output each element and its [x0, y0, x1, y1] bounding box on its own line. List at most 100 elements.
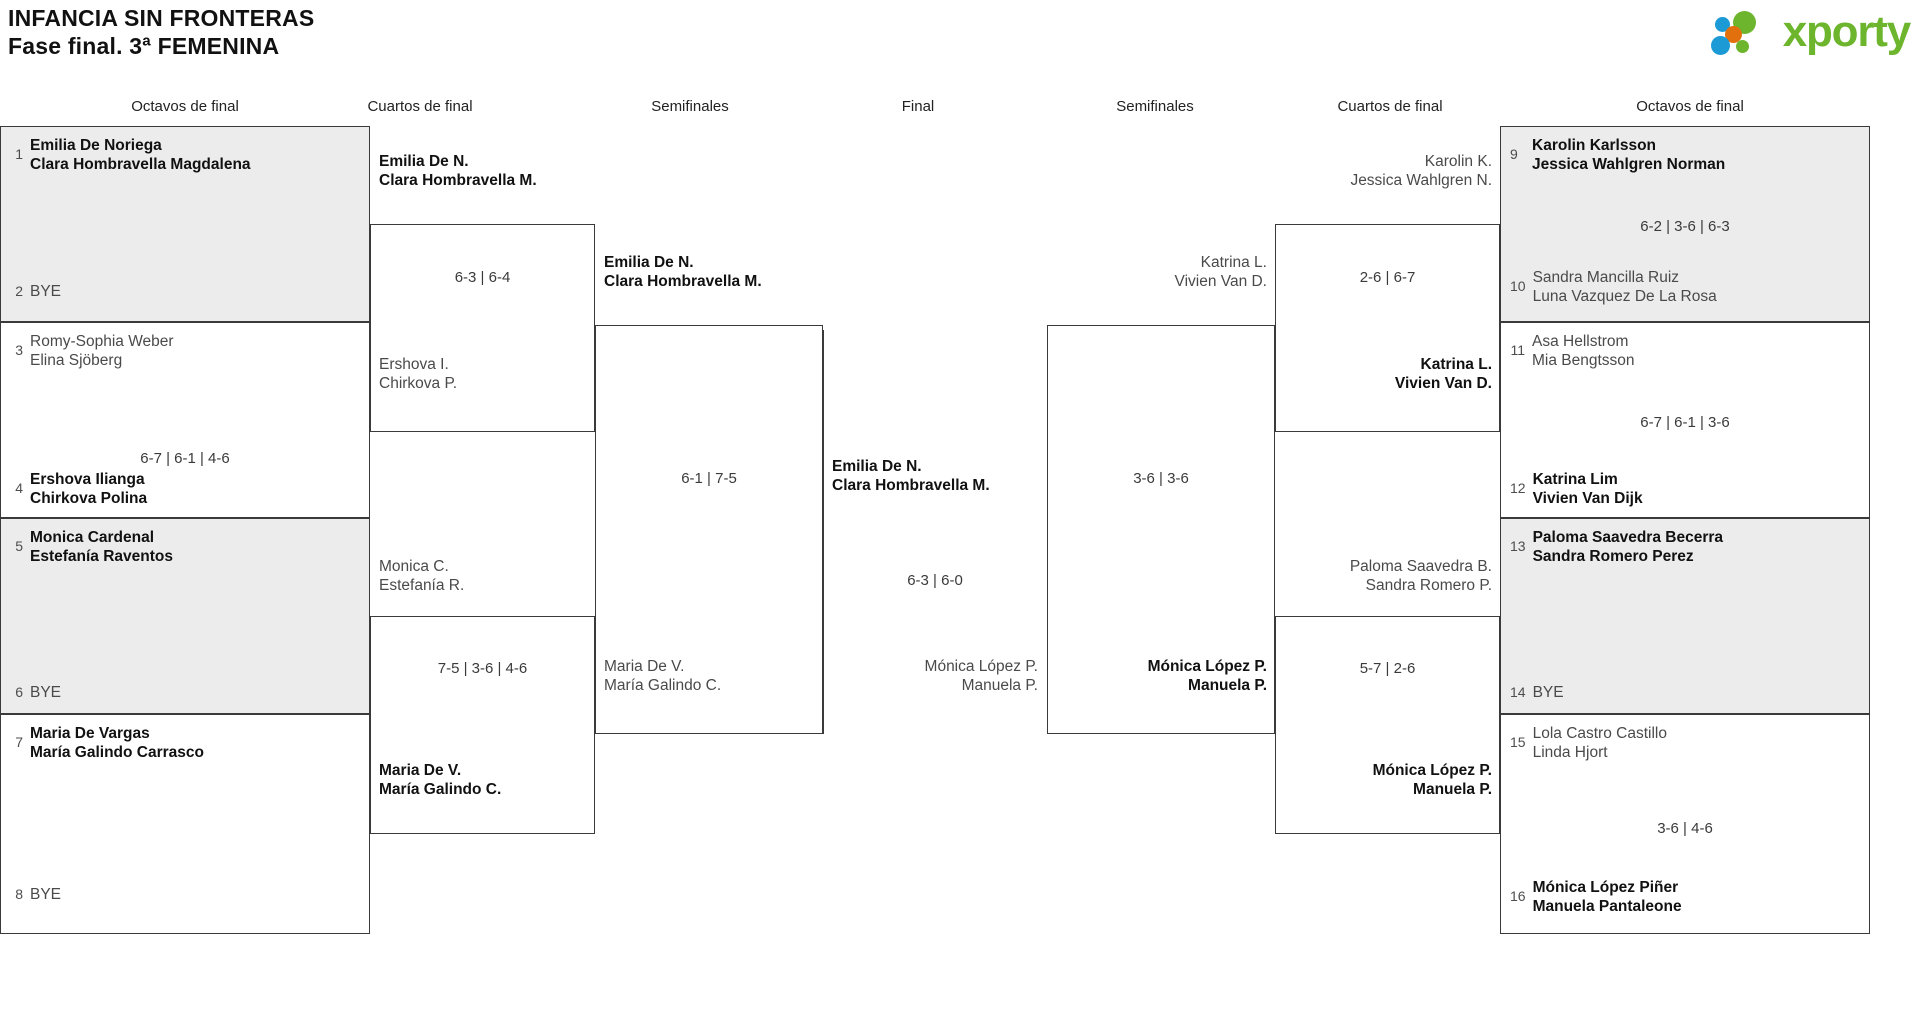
player-name-1: Mónica López P.	[924, 658, 1038, 675]
player-name-1: Katrina Lim	[1532, 471, 1618, 488]
seed-number: 2	[15, 283, 23, 299]
player-names: Monica Cardenal Estefanía Raventos	[30, 528, 173, 566]
player-name-1: Romy-Sophia Weber	[30, 333, 174, 350]
player-name-2: Mia Bengtsson	[1532, 352, 1635, 369]
player-name-2: Manuela P.	[1413, 781, 1492, 798]
match-box-left-qf-2[interactable]	[370, 616, 595, 834]
player-names: Maria De Vargas María Galindo Carrasco	[30, 724, 204, 762]
player-entry-right-r16-9[interactable]: 9 Karolin Karlsson Jessica Wahlgren Norm…	[1510, 136, 1725, 174]
player-name-1: Emilia De N.	[832, 458, 922, 475]
player-names: Romy-Sophia Weber Elina Sjöberg	[30, 332, 174, 370]
round-header-right-sf: Semifinales	[1116, 98, 1194, 115]
player-name-1: Karolin Karlsson	[1532, 137, 1657, 154]
player-name-2: María Galindo Carrasco	[30, 744, 205, 761]
tournament-phase: Fase final. 3ª FEMENINA	[8, 33, 280, 59]
match-box-right-r16-2[interactable]	[1500, 322, 1870, 518]
player-entry-right-r16-15[interactable]: 15 Lola Castro Castillo Linda Hjort	[1510, 724, 1667, 762]
player-names: BYE	[30, 683, 61, 702]
player-name-1: Maria De V.	[604, 658, 685, 675]
player-name-2: María Galindo C.	[604, 677, 722, 694]
player-name-1: Ershova I.	[379, 356, 449, 373]
score-left-qf-2: 7-5 | 3-6 | 4-6	[437, 660, 528, 677]
player-names: Emilia De Noriega Clara Hombravella Magd…	[30, 136, 251, 174]
match-box-left-r16-4[interactable]	[0, 714, 370, 934]
seed-number: 10	[1510, 278, 1526, 294]
player-label-right-qf-1b[interactable]: Katrina L. Vivien Van D.	[1288, 355, 1492, 393]
match-box-right-qf-2[interactable]	[1275, 616, 1500, 834]
score-right-r16-1: 6-2 | 3-6 | 6-3	[1640, 218, 1730, 235]
player-name-1: Mónica López Piñer	[1532, 879, 1679, 896]
match-box-left-r16-1[interactable]	[0, 126, 370, 322]
match-box-left-r16-3[interactable]	[0, 518, 370, 714]
match-box-right-r16-4[interactable]	[1500, 714, 1870, 934]
player-entry-right-r16-12[interactable]: 12 Katrina Lim Vivien Van Dijk	[1510, 470, 1643, 508]
player-name-1: Emilia De N.	[379, 153, 469, 170]
player-label-left-qf-1a[interactable]: Emilia De N. Clara Hombravella M.	[379, 152, 537, 190]
seed-number: 8	[15, 886, 23, 902]
player-label-right-qf-2b[interactable]: Mónica López P. Manuela P.	[1288, 761, 1492, 799]
player-label-right-qf-2a[interactable]: Paloma Saavedra B. Sandra Romero P.	[1288, 557, 1492, 595]
match-box-left-sf-1[interactable]	[595, 325, 823, 734]
match-box-right-sf-1[interactable]	[1047, 325, 1275, 734]
player-label-left-qf-2a[interactable]: Monica C. Estefanía R.	[379, 557, 464, 595]
player-names: BYE	[30, 282, 61, 301]
player-names: Karolin Karlsson Jessica Wahlgren Norman	[1532, 136, 1725, 174]
score-right-r16-4: 3-6 | 4-6	[1657, 820, 1713, 837]
seed-number: 12	[1510, 480, 1526, 496]
player-label-final-runnerup[interactable]: Mónica López P. Manuela P.	[838, 657, 1038, 695]
player-entry-right-r16-16[interactable]: 16 Mónica López Piñer Manuela Pantaleone	[1510, 878, 1682, 916]
player-entry-left-r16-3[interactable]: 3 Romy-Sophia Weber Elina Sjöberg	[8, 332, 174, 370]
player-label-left-qf-2b[interactable]: Maria De V. María Galindo C.	[379, 761, 501, 799]
player-entry-right-r16-13[interactable]: 13 Paloma Saavedra Becerra Sandra Romero…	[1510, 528, 1723, 566]
match-box-right-r16-3[interactable]	[1500, 518, 1870, 714]
player-name-2: Jessica Wahlgren N.	[1350, 172, 1492, 189]
player-label-right-sf-1a[interactable]: Katrina L. Vivien Van D.	[1055, 253, 1267, 291]
player-name-1: BYE	[30, 886, 62, 903]
seed-number: 1	[15, 146, 23, 162]
player-name-2: Manuela P.	[961, 677, 1038, 694]
seed-number: 16	[1510, 888, 1526, 904]
player-entry-right-r16-10[interactable]: 10 Sandra Mancilla Ruiz Luna Vazquez De …	[1510, 268, 1717, 306]
player-names: Asa Hellstrom Mia Bengtsson	[1532, 332, 1635, 370]
player-name-1: Sandra Mancilla Ruiz	[1532, 269, 1680, 286]
player-name-1: Paloma Saavedra Becerra	[1532, 529, 1724, 546]
player-entry-left-r16-2[interactable]: 2 BYE	[8, 282, 61, 301]
player-name-2: Clara Hombravella M.	[604, 273, 762, 290]
player-entry-left-r16-4[interactable]: 4 Ershova Ilianga Chirkova Polina	[8, 470, 147, 508]
player-entry-left-r16-8[interactable]: 8 BYE	[8, 885, 61, 904]
player-entry-right-r16-11[interactable]: 11 Asa Hellstrom Mia Bengtsson	[1510, 332, 1635, 370]
player-name-1: Paloma Saavedra B.	[1349, 558, 1492, 575]
player-entry-right-r16-14[interactable]: 14 BYE	[1510, 683, 1564, 702]
player-entry-left-r16-6[interactable]: 6 BYE	[8, 683, 61, 702]
round-header-final: Final	[901, 98, 935, 115]
player-label-left-sf-1a[interactable]: Emilia De N. Clara Hombravella M.	[604, 253, 762, 291]
seed-number: 4	[15, 480, 23, 496]
match-box-left-qf-1[interactable]	[370, 224, 595, 432]
player-name-1: Katrina L.	[1420, 356, 1492, 373]
player-name-2: Elina Sjöberg	[30, 352, 123, 369]
player-entry-left-r16-5[interactable]: 5 Monica Cardenal Estefanía Raventos	[8, 528, 173, 566]
round-header-left-r16: Octavos de final	[131, 98, 239, 115]
seed-number: 9	[1510, 146, 1518, 162]
player-name-2: Estefanía Raventos	[30, 548, 173, 565]
player-name-2: Sandra Romero P.	[1365, 577, 1492, 594]
player-entry-left-r16-1[interactable]: 1 Emilia De Noriega Clara Hombravella Ma…	[8, 136, 251, 174]
player-name-1: BYE	[1532, 684, 1564, 701]
final-rail-left	[823, 330, 824, 734]
round-header-left-sf: Semifinales	[651, 98, 729, 115]
logo-dots-icon	[1710, 9, 1779, 55]
player-label-right-qf-1a[interactable]: Karolin K. Jessica Wahlgren N.	[1288, 152, 1492, 190]
player-label-left-qf-1b[interactable]: Ershova I. Chirkova P.	[379, 355, 457, 393]
player-label-final-winner[interactable]: Emilia De N. Clara Hombravella M.	[832, 457, 990, 495]
player-label-right-sf-1b[interactable]: Mónica López P. Manuela P.	[1055, 657, 1267, 695]
match-box-right-r16-1[interactable]	[1500, 126, 1870, 322]
player-entry-left-r16-7[interactable]: 7 Maria De Vargas María Galindo Carrasco	[8, 724, 204, 762]
player-names: Katrina Lim Vivien Van Dijk	[1533, 470, 1643, 508]
seed-number: 3	[15, 342, 23, 358]
player-label-left-sf-1b[interactable]: Maria De V. María Galindo C.	[604, 657, 721, 695]
match-box-left-r16-2[interactable]	[0, 322, 370, 518]
match-box-right-qf-1[interactable]	[1275, 224, 1500, 432]
player-name-2: Chirkova Polina	[30, 490, 148, 507]
seed-number: 14	[1510, 684, 1526, 700]
player-name-2: María Galindo C.	[379, 781, 502, 798]
